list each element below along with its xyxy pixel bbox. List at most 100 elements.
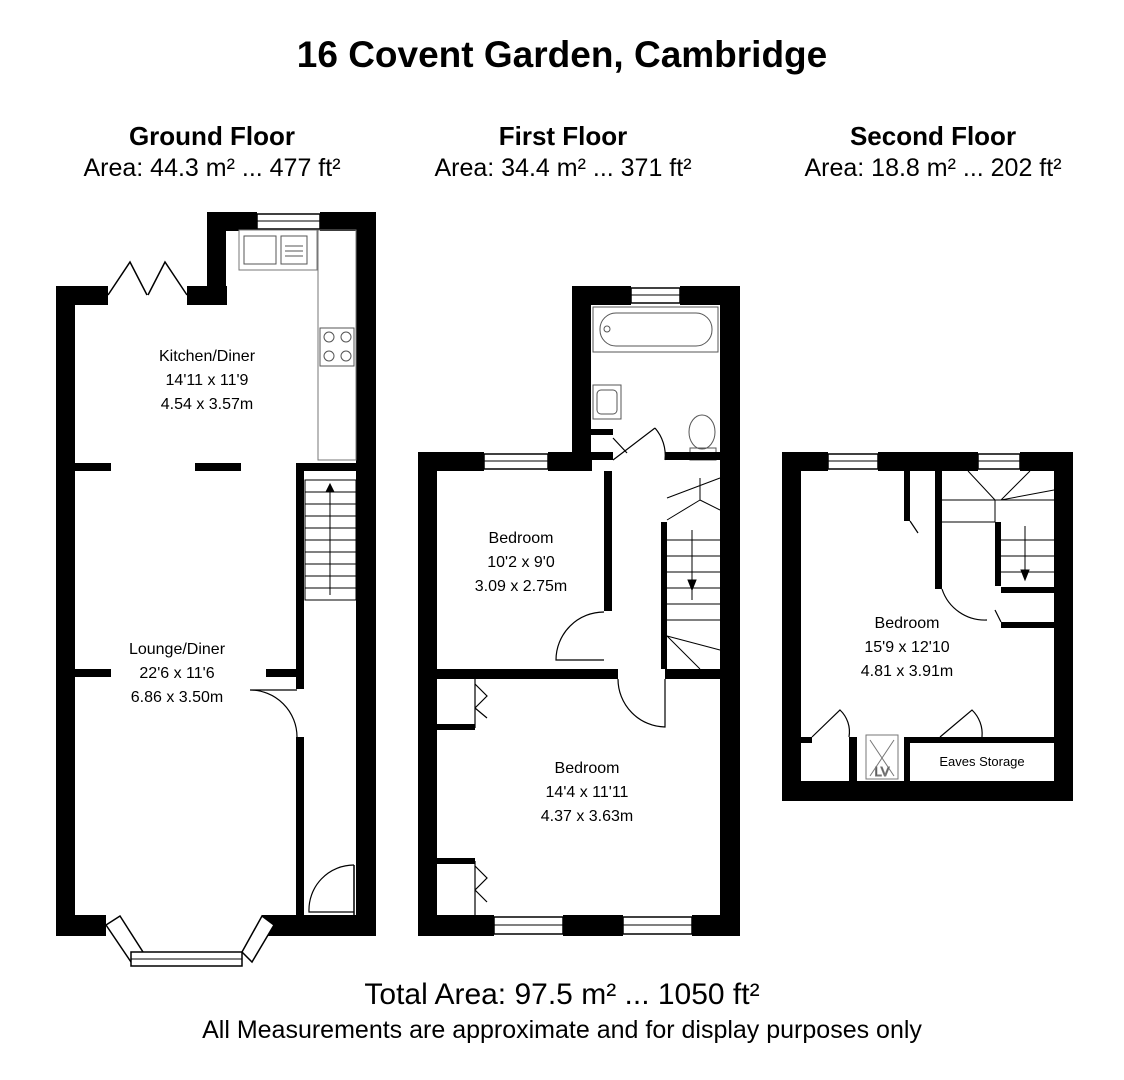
room-name: Eaves Storage xyxy=(939,754,1024,769)
door-swing xyxy=(939,709,983,738)
room-name: Lounge/Diner xyxy=(129,641,226,658)
cupboard-wall xyxy=(1001,587,1054,593)
wardrobe xyxy=(437,679,488,915)
ground-right-wall xyxy=(356,212,376,936)
room-size-imperial: 14'11 x 11'9 xyxy=(166,372,249,389)
second-right-wall xyxy=(1054,452,1073,801)
stair-wall xyxy=(995,522,1001,586)
room-size-metric: 4.81 x 3.91m xyxy=(861,663,954,680)
drainer-icon xyxy=(280,235,308,265)
door-swing xyxy=(617,678,666,728)
first-bottom-wall xyxy=(692,915,740,936)
room-name: Kitchen/Diner xyxy=(159,348,256,365)
hallway-wall xyxy=(296,463,304,689)
bay-wall xyxy=(262,915,376,936)
cupboard-door xyxy=(994,609,1002,623)
floor-area: Area: 34.4 m² ... 371 ft² xyxy=(434,154,692,182)
second-floor-plan: LV Bedroom 15'9 x 12'10 4.81 x 3.91m Eav… xyxy=(782,452,1073,801)
room-size-metric: 4.37 x 3.63m xyxy=(541,808,634,825)
hallway-wall xyxy=(296,737,304,915)
second-bottom-wall xyxy=(782,781,1073,801)
bay-wall xyxy=(56,915,106,936)
door-swing xyxy=(811,709,851,738)
ground-floor-header: Ground Floor Area: 44.3 m² ... 477 ft² xyxy=(42,120,382,184)
first-bottom-wall xyxy=(563,915,623,936)
hob-icon xyxy=(319,327,355,367)
room-name: Bedroom xyxy=(489,530,554,547)
svg-text:LV: LV xyxy=(875,764,890,779)
bathroom-wall xyxy=(591,452,613,460)
first-left-wall xyxy=(418,452,437,936)
partition-wall xyxy=(195,463,241,471)
floor-name: Second Floor xyxy=(849,121,1017,151)
bathroom-door xyxy=(612,427,656,461)
front-door-swing xyxy=(308,864,355,913)
first-top-wall xyxy=(418,452,484,471)
ground-kitchen-top-wall-left xyxy=(207,212,257,231)
cupboard-door xyxy=(909,520,919,534)
ground-floor-plan: Kitchen/Diner 14'11 x 11'9 4.54 x 3.57m … xyxy=(56,212,376,967)
second-left-wall xyxy=(782,452,801,801)
staircase xyxy=(666,477,721,670)
room-name: Bedroom xyxy=(875,615,940,632)
wardrobe-wall xyxy=(437,724,475,730)
bedroom-wall xyxy=(604,471,612,611)
bathroom-wall xyxy=(665,452,720,460)
side-worktop xyxy=(317,229,357,461)
room-size-imperial: 15'9 x 12'10 xyxy=(864,639,949,656)
hallway-wall-stub xyxy=(266,669,304,677)
cupboard-door xyxy=(612,437,628,454)
drainer-grooves xyxy=(285,245,303,257)
floor-name: Ground Floor xyxy=(128,121,296,151)
room-size-imperial: 22'6 x 11'6 xyxy=(139,665,214,682)
cupboard-wall xyxy=(1001,622,1054,628)
first-floor-header: First Floor Area: 34.4 m² ... 371 ft² xyxy=(393,120,733,184)
door-swing xyxy=(654,427,666,461)
bathroom-top-wall xyxy=(572,286,631,305)
ground-kitchen-left-wall xyxy=(207,212,226,305)
eaves-wall xyxy=(801,737,812,743)
partition-wall xyxy=(75,463,111,471)
stair-wall xyxy=(661,522,667,669)
door-swing xyxy=(941,588,988,621)
cupboard-wall xyxy=(591,429,613,435)
lounge-wall-stub xyxy=(75,669,111,677)
ground-top-wall-left xyxy=(56,286,108,305)
bedroom-divider-wall xyxy=(437,669,618,679)
second-top-wall xyxy=(878,452,978,471)
second-top-wall xyxy=(782,452,828,471)
bathroom-left-wall xyxy=(572,286,591,471)
cylinder-cupboard: LV xyxy=(865,734,899,780)
room-name: Bedroom xyxy=(555,760,620,777)
bay-window xyxy=(104,914,275,967)
partition-wall xyxy=(296,463,356,471)
eaves-wall xyxy=(849,737,857,781)
basin-icon xyxy=(592,384,622,420)
eaves-wall xyxy=(904,737,910,781)
staircase xyxy=(942,470,1055,582)
staircase xyxy=(304,479,357,601)
eaves-wall xyxy=(910,737,1054,743)
door-swing xyxy=(249,689,298,738)
french-door xyxy=(107,260,188,296)
floor-area: Area: 44.3 m² ... 477 ft² xyxy=(83,154,341,182)
first-right-wall xyxy=(720,286,740,936)
floor-area: Area: 18.8 m² ... 202 ft² xyxy=(804,154,1062,182)
sink-icon xyxy=(243,235,277,265)
window-line xyxy=(484,294,692,926)
bedroom-divider-wall xyxy=(665,669,720,679)
disclaimer: All Measurements are approximate and for… xyxy=(202,1016,922,1044)
room-size-metric: 4.54 x 3.57m xyxy=(161,396,254,413)
ground-left-wall xyxy=(56,286,75,936)
first-floor-plan: Bedroom 10'2 x 9'0 3.09 x 2.75m Bedroom … xyxy=(418,286,740,936)
second-floor-header: Second Floor Area: 18.8 m² ... 202 ft² xyxy=(763,120,1103,184)
door-swing xyxy=(555,611,605,661)
room-size-imperial: 10'2 x 9'0 xyxy=(487,554,555,571)
first-bottom-wall xyxy=(418,915,494,936)
wardrobe-wall xyxy=(437,858,475,864)
floor-name: First Floor xyxy=(498,121,628,151)
stair-wall xyxy=(935,471,942,589)
bath-icon xyxy=(592,306,719,353)
room-size-metric: 6.86 x 3.50m xyxy=(131,689,224,706)
